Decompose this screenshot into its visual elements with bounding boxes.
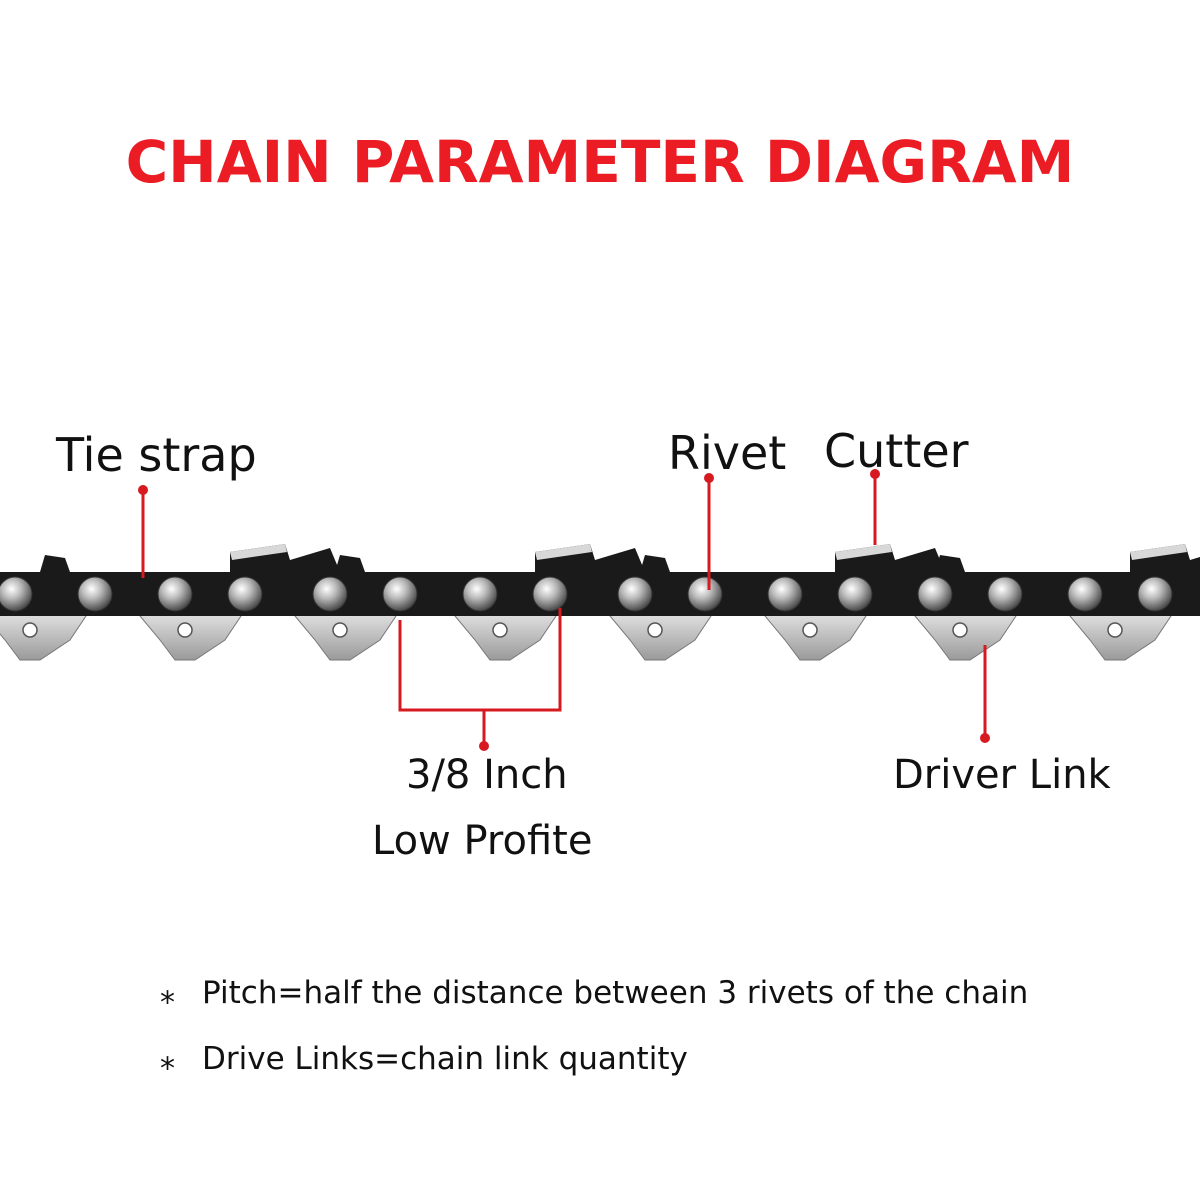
depth-gauge [935, 555, 965, 572]
cutter-label: Cutter [824, 424, 969, 478]
driver-link-label: Driver Link [893, 752, 1111, 798]
rivet-label: Rivet [668, 426, 787, 480]
rivet-icon [532, 576, 568, 612]
rivets [0, 576, 1173, 612]
pitch-label-line1: 3/8 Inch [406, 752, 568, 798]
driver-links [0, 609, 1176, 661]
rivet-icon [917, 576, 953, 612]
cutter-edge [835, 544, 892, 560]
cutter-edge [1130, 544, 1187, 560]
driver-link-hole [952, 622, 968, 638]
depth-gauge [40, 555, 70, 572]
rivet-icon [617, 576, 653, 612]
bullet-icon: ⁎ [160, 975, 175, 1011]
pitch-bracket [398, 608, 562, 712]
tie-strap-label: Tie strap [56, 428, 257, 482]
driver-link-tooth [0, 609, 91, 661]
pointer-lines [138, 469, 990, 751]
rivet-icon [227, 576, 263, 612]
driver-link-hole [177, 622, 193, 638]
rivet-icon [1067, 576, 1103, 612]
rivet-icon [687, 576, 723, 612]
rivet-icon [1137, 576, 1173, 612]
pitch-label-line2: Low Profite [372, 818, 593, 864]
diagram-title: CHAIN PARAMETER DIAGRAM [125, 128, 1075, 196]
driver-link-hole [1107, 622, 1123, 638]
depth-gauge [335, 555, 365, 572]
driver-link-pointer-dot [980, 733, 990, 743]
depth-gauge [640, 555, 670, 572]
rivet-icon [837, 576, 873, 612]
driver-link-hole [492, 622, 508, 638]
cutter-edge [535, 544, 592, 560]
note-text: Drive Links=chain link quantity [202, 1041, 688, 1077]
cutters [40, 544, 1200, 572]
driver-link-hole [802, 622, 818, 638]
rivet-icon [767, 576, 803, 612]
rivet-icon [77, 576, 113, 612]
rivet-icon [157, 576, 193, 612]
notes-list: ⁎ Pitch=half the distance between 3 rive… [160, 960, 1028, 1092]
tie-strap-pointer-dot [138, 485, 148, 495]
cutter-edge [230, 544, 287, 560]
cutter-pointer-dot [870, 469, 880, 479]
pitch-bracket-dot [479, 741, 489, 751]
rivet-icon [987, 576, 1023, 612]
rivet-pointer-dot [704, 473, 714, 483]
note-item: ⁎ Drive Links=chain link quantity [160, 1026, 1028, 1092]
driver-link-hole [22, 622, 38, 638]
bullet-icon: ⁎ [160, 1041, 175, 1077]
rivet-icon [0, 576, 33, 612]
driver-link-hole [332, 622, 348, 638]
driver-link-hole [647, 622, 663, 638]
rivet-icon [312, 576, 348, 612]
note-text: Pitch=half the distance between 3 rivets… [202, 975, 1029, 1011]
note-item: ⁎ Pitch=half the distance between 3 rive… [160, 960, 1028, 1026]
rivet-icon [382, 576, 418, 612]
rivet-icon [462, 576, 498, 612]
